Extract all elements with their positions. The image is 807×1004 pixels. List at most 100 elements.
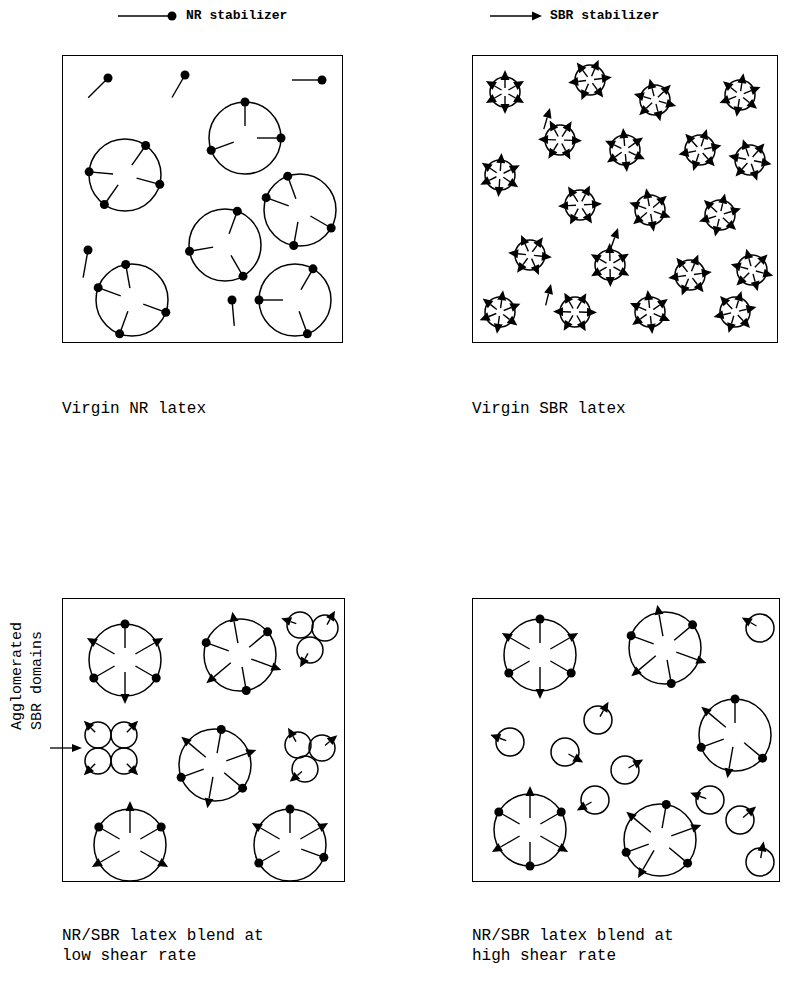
sbr-stabilizer <box>678 148 696 157</box>
stabilizer-tail <box>623 138 625 146</box>
sbr-stabilizer <box>568 187 578 202</box>
stabilizer-tail <box>261 828 280 839</box>
stabilizer-arrowhead <box>581 89 589 100</box>
sbr-stabilizer <box>685 134 697 147</box>
stabilizer-tail <box>613 259 620 263</box>
nr-stabilizer <box>622 844 649 857</box>
nr-particle <box>252 805 328 882</box>
stabilizer-arrowhead <box>288 728 297 739</box>
stabilizer-arrowhead <box>126 801 135 811</box>
stabilizer-tail <box>234 622 238 644</box>
stabilizer-head <box>228 296 237 305</box>
high-shear-illustration <box>490 605 774 878</box>
stabilizer-head <box>303 329 312 338</box>
sbr-particle <box>629 188 670 231</box>
nr-particle-outline <box>624 804 696 876</box>
sbr-stabilizer <box>591 60 599 77</box>
nr-particle-outline <box>204 619 276 691</box>
sbr-particle <box>84 721 111 748</box>
stabilizer-tail <box>738 315 743 321</box>
stabilizer-arrowhead <box>563 121 572 132</box>
nr-stabilizer <box>242 667 251 695</box>
nr-stabilizer <box>674 620 697 640</box>
stabilizer-arrowhead <box>648 79 657 90</box>
nr-particle-outline <box>96 264 168 336</box>
nr-particle <box>627 605 707 688</box>
stabilizer-arrowhead <box>252 823 263 832</box>
stabilizer-head <box>241 98 250 107</box>
sbr-stabilizer <box>591 254 607 263</box>
stabilizer-tail <box>529 796 530 818</box>
sbr-stabilizer <box>127 764 138 775</box>
stabilizer-arrowhead <box>568 77 578 86</box>
sbr-stabilizer <box>226 749 256 761</box>
sbr-particle <box>719 73 760 116</box>
stabilizer-arrowhead <box>719 95 730 103</box>
stabilizer-arrowhead <box>548 148 557 159</box>
nr-stabilizer <box>289 222 298 250</box>
sbr-stabilizer <box>654 104 663 121</box>
stabilizer-arrowhead <box>734 106 743 117</box>
panel-caption: Virgin NR latex <box>62 399 292 419</box>
stabilizer-tail <box>676 652 697 660</box>
stabilizer-head <box>121 260 130 269</box>
stabilizer-head <box>494 808 503 817</box>
nr-particle <box>262 172 336 250</box>
stabilizer-tail <box>490 168 497 172</box>
stabilizer-tail <box>550 638 569 649</box>
stabilizer-arrowhead <box>564 320 573 331</box>
stabilizer-arrowhead <box>230 612 239 623</box>
sbr-particle <box>611 756 643 784</box>
stabilizer-tail <box>325 742 330 746</box>
stabilizer-arrowhead <box>290 772 301 782</box>
stabilizer-tail <box>297 772 302 776</box>
sbr-stabilizer <box>653 299 668 310</box>
stabilizer-tail <box>214 663 231 677</box>
stabilizer-tail <box>650 316 652 324</box>
stabilizer-head <box>115 329 124 338</box>
stabilizer-arrowhead <box>494 323 503 334</box>
stabilizer-arrowhead <box>592 200 602 209</box>
nr-particle <box>502 615 578 700</box>
stabilizer-tail <box>490 15 532 16</box>
stabilizer-tail <box>127 764 131 768</box>
nr-particle <box>202 612 282 695</box>
sbr-stabilizer <box>205 777 214 809</box>
sbr-stabilizer <box>739 305 757 314</box>
stabilizer-tail <box>753 274 755 282</box>
latex-panel: NR/SBR latex blend at low shear rate <box>62 598 345 966</box>
stabilizer-head <box>262 193 271 202</box>
legend-label: NR stabilizer <box>186 7 287 25</box>
nr-stabilizer <box>202 638 229 651</box>
sbr-stabilizer <box>534 252 552 261</box>
sbr-stabilizer <box>755 254 768 267</box>
stabilizer-tail <box>683 266 688 272</box>
stabilizer-head <box>683 859 692 868</box>
stabilizer-arrowhead <box>128 721 138 731</box>
sbr-stabilizer <box>503 314 517 325</box>
sbr-particle <box>84 748 111 775</box>
stabilizer-arrowhead <box>665 99 676 108</box>
stabilizer-arrowhead <box>734 291 743 302</box>
stabilizer-arrowhead <box>526 786 535 796</box>
stabilizer-tail <box>189 743 206 757</box>
sbr-particle <box>480 290 521 334</box>
stabilizer-tail <box>736 301 738 309</box>
sbr-particle-outline <box>746 848 774 876</box>
sbr-particle <box>630 290 670 334</box>
stabilizer-arrowhead <box>300 656 309 667</box>
sbr-stabilizer <box>252 823 280 839</box>
stabilizer-head <box>662 800 671 809</box>
stabilizer-arrowhead <box>690 792 701 800</box>
stabilizer-arrowhead <box>507 178 518 187</box>
stabilizer-tail <box>508 86 515 90</box>
stabilizer-head <box>104 74 113 83</box>
sbr-stabilizer <box>127 721 138 732</box>
sbr-stabilizer <box>731 263 748 272</box>
sbr-stabilizer <box>181 737 206 758</box>
sbr-stabilizer <box>508 94 524 103</box>
stabilizer-arrowhead <box>567 633 578 642</box>
stabilizer-tail <box>652 88 654 96</box>
stabilizer-head <box>758 754 767 763</box>
